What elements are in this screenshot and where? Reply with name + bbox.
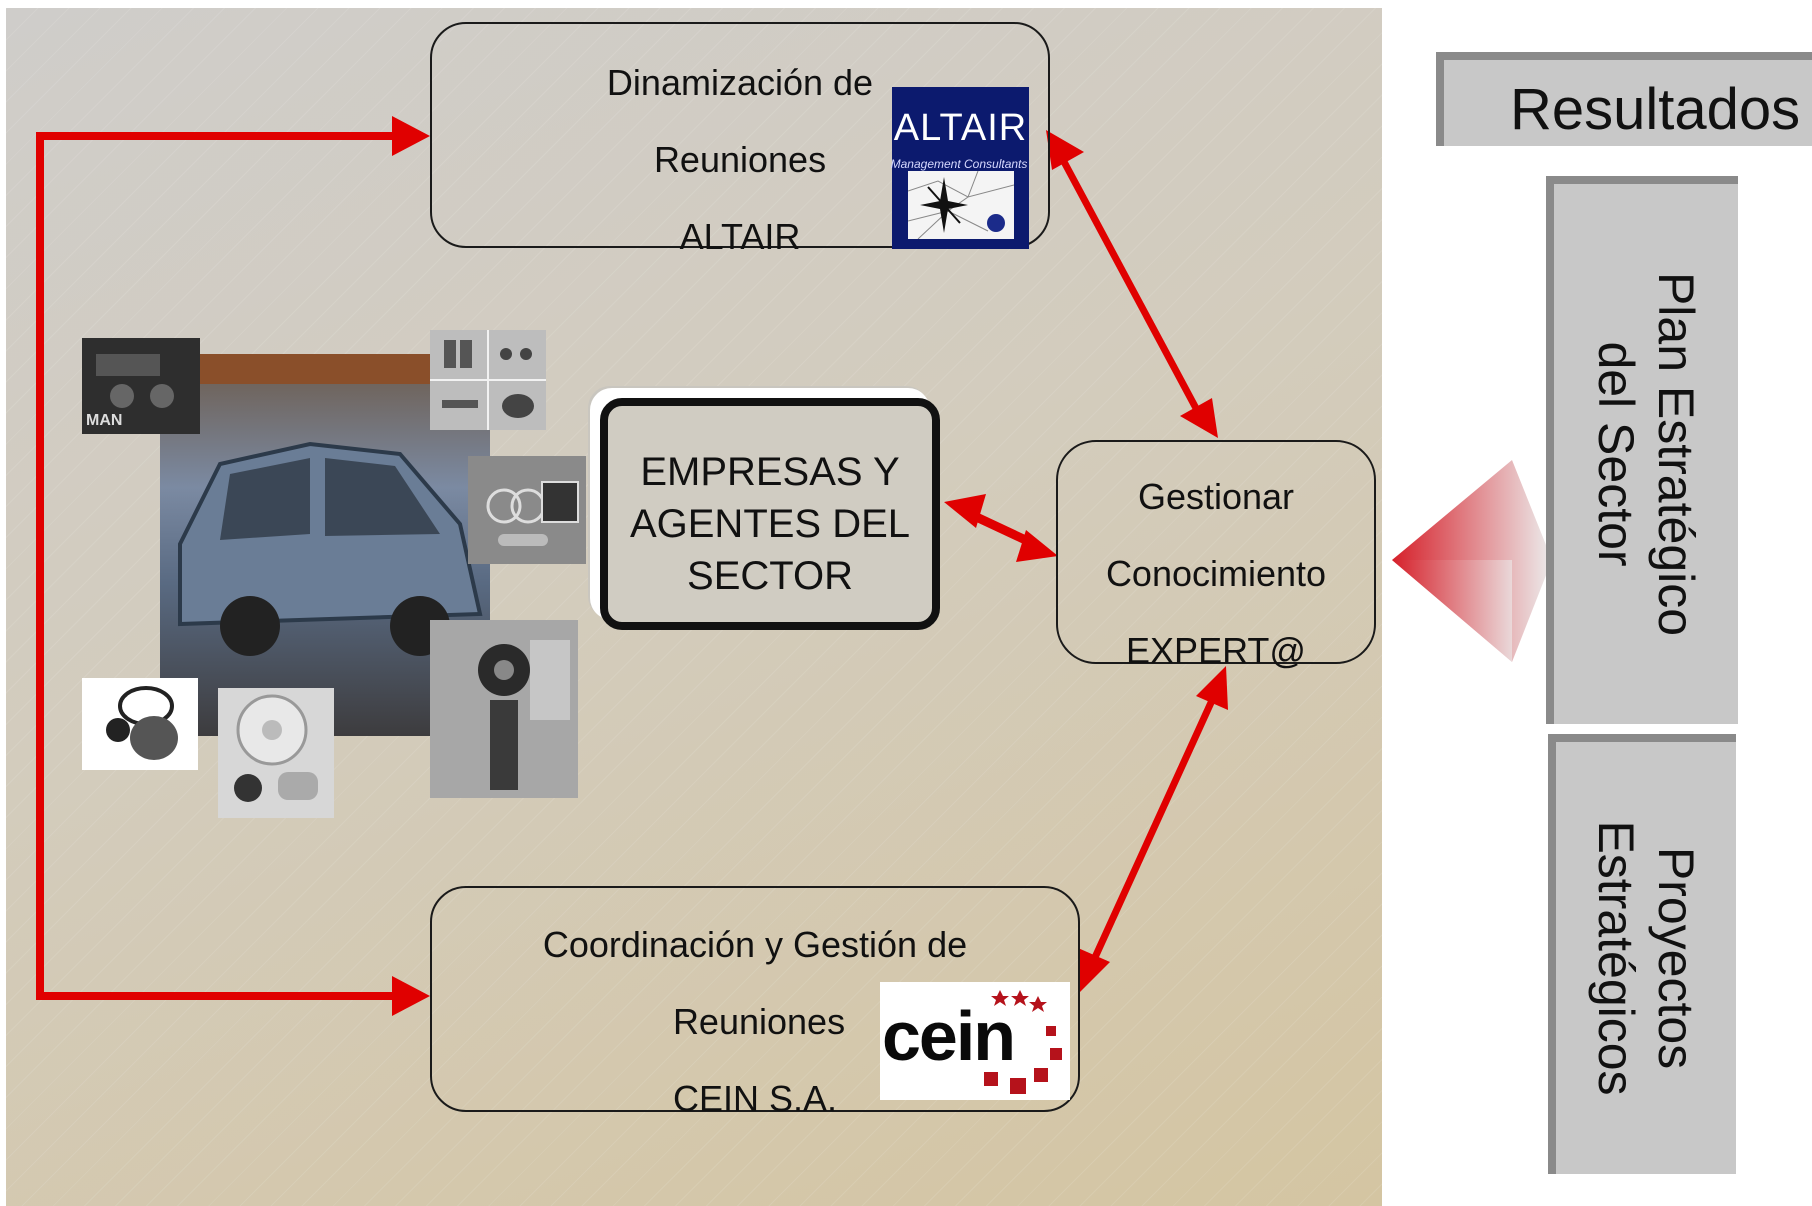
- man-badge: MAN: [86, 412, 123, 429]
- box-dinamizacion: [430, 22, 1050, 248]
- empresas-line-2: AGENTES DEL: [629, 502, 911, 546]
- gauges-icon: [486, 481, 579, 546]
- altair-logo-word: ALTAIR: [893, 107, 1028, 149]
- gestionar-line-2: Conocimiento: [1105, 553, 1327, 594]
- dinamizacion-line-1: Dinamización de: [606, 62, 874, 103]
- parts-icon: [430, 330, 546, 430]
- cein-logo-word: cein: [882, 997, 1016, 1075]
- photo-man-dashboard: MAN: [82, 338, 200, 434]
- result-plan-line-2: del Sector: [1588, 341, 1644, 567]
- test-rig-icon: [430, 620, 578, 798]
- result-proyectos-estrategicos: Proyectos Estratégicos: [1548, 734, 1736, 1174]
- dinamizacion-line-2: Reuniones: [653, 139, 827, 180]
- arrowhead-to-bottom-box: [392, 976, 430, 1016]
- result-plan-estrategico: Plan Estratégico del Sector: [1546, 176, 1738, 724]
- feedback-bracket-line: [36, 132, 405, 1000]
- coordinacion-line-2: Reuniones: [672, 1001, 846, 1042]
- altair-star-tile: [907, 170, 1015, 240]
- result-plan-line-1: Plan Estratégico: [1648, 271, 1704, 637]
- gears-icon: [106, 686, 178, 760]
- empresas-line-3: SECTOR: [687, 554, 853, 598]
- photo-parts-grid: [430, 330, 546, 430]
- dashboard-icon: [96, 354, 174, 408]
- results-heading: Resultados: [1510, 77, 1801, 142]
- box-gestionar: [1056, 440, 1376, 664]
- box-dinamizacion-text: Dinamización de Reuniones ALTAIR: [540, 44, 940, 275]
- box-gestionar-text: Gestionar Conocimiento EXPERT@: [1060, 458, 1372, 689]
- coordinacion-line-3: CEIN S.A.: [672, 1078, 838, 1119]
- hubcap-icon: [234, 694, 318, 802]
- result-proyectos-line-2: Estratégicos: [1588, 820, 1644, 1096]
- altair-logo: ALTAIR Management Consultants: [891, 87, 1029, 249]
- result-proyectos-text: Proyectos Estratégicos: [1586, 820, 1706, 1095]
- photo-gauges: [468, 456, 586, 564]
- dinamizacion-line-3: ALTAIR: [679, 216, 801, 257]
- arrowhead-to-top-box: [392, 116, 430, 156]
- photo-gears: [82, 678, 198, 770]
- coordinacion-line-1: Coordinación y Gestión de: [542, 924, 968, 965]
- star-icon: [907, 170, 1015, 240]
- box-empresas-text: EMPRESAS Y AGENTES DEL SECTOR: [608, 446, 932, 602]
- arrow-top-to-gestionar: [1058, 156, 1202, 414]
- cein-stars-icon: [984, 990, 1062, 1094]
- results-heading-box: Resultados: [1436, 52, 1812, 146]
- photo-test-rig: [430, 620, 578, 798]
- result-proyectos-line-1: Proyectos: [1648, 846, 1704, 1070]
- gestionar-line-3: EXPERT@: [1126, 630, 1306, 671]
- box-empresas: EMPRESAS Y AGENTES DEL SECTOR: [600, 398, 940, 630]
- box-coordinacion: [430, 886, 1080, 1112]
- altair-logo-tagline: Management Consultants: [890, 157, 1028, 171]
- cein-logo: cein: [880, 982, 1070, 1100]
- empresas-line-1: EMPRESAS Y: [640, 450, 900, 494]
- photo-hubcap: [218, 688, 334, 818]
- box-coordinacion-text: Coordinación y Gestión de Reuniones CEIN…: [500, 906, 1010, 1137]
- result-plan-text: Plan Estratégico del Sector: [1586, 272, 1706, 636]
- gestionar-line-1: Gestionar: [1137, 476, 1295, 517]
